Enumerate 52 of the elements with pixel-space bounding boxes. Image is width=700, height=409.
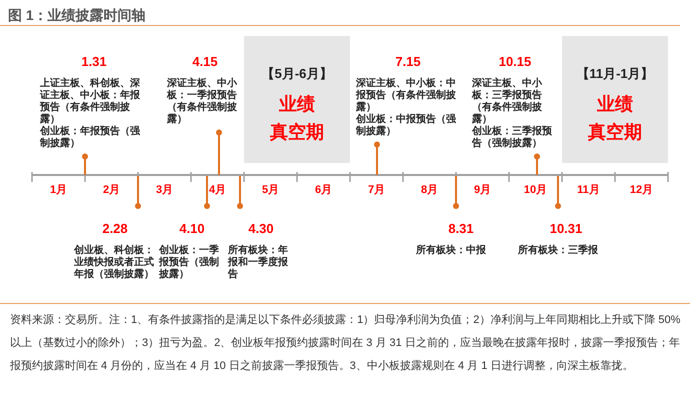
pin-line <box>135 176 141 209</box>
pin-line <box>82 154 88 175</box>
event-description: 创业板、科创板：业绩快报或者正式年报（强制披露） <box>74 244 155 280</box>
period-range: 【11月-1月】 <box>576 65 654 83</box>
month-label: 4月 <box>208 183 228 198</box>
event-date: 8.31 <box>447 220 475 238</box>
month-label: 7月 <box>366 183 386 198</box>
month-label: 5月 <box>260 183 280 198</box>
pin-line <box>237 176 243 209</box>
event-date: 7.15 <box>394 53 422 71</box>
event-description: 创业板：三季报预告（强制披露） <box>472 126 553 150</box>
month-label: 8月 <box>420 183 440 198</box>
month-label: 1月 <box>48 183 68 198</box>
month-label: 3月 <box>154 183 174 198</box>
event-date: 4.15 <box>191 53 219 71</box>
event-date: 4.10 <box>178 220 206 238</box>
event-date: 10.31 <box>548 220 584 238</box>
period-label: 业绩 <box>279 92 315 116</box>
period-label: 真空期 <box>270 120 324 144</box>
month-label: 2月 <box>102 183 122 198</box>
period-band <box>244 36 350 163</box>
period-range: 【5月-6月】 <box>262 65 332 83</box>
month-label: 12月 <box>628 183 654 198</box>
pin-line <box>374 142 380 175</box>
period-label: 业绩 <box>597 92 633 116</box>
event-description: 深证主板、中小板：三季报预告（有条件强制披露） <box>472 78 543 126</box>
event-date: 4.30 <box>247 220 275 238</box>
month-label: 6月 <box>314 183 334 198</box>
event-description: 创业板：中报预告（强制披露） <box>356 114 457 138</box>
period-label: 真空期 <box>588 120 642 144</box>
event-description: 深证主板、中小板：中报预告（有条件强制披露） <box>356 78 457 114</box>
event-description: 上证主板、科创板、深证主板、中小板：年报预告（有条件强制披露） <box>40 78 141 126</box>
pin-line <box>216 130 222 175</box>
month-label: 9月 <box>472 183 492 198</box>
event-description: 所有板块：三季报 <box>518 244 599 256</box>
event-date: 2.28 <box>101 220 129 238</box>
pin-line <box>453 176 459 209</box>
month-label: 10月 <box>522 183 548 198</box>
event-description: 创业板：年报预告（强制披露） <box>40 126 141 150</box>
figure-title: 图 1：业绩披露时间轴 <box>8 6 146 25</box>
source-note: 资料来源：交易所。注：1、有条件披露指的是满足以下条件必须披露：1）归母净利润为负值；2）净利润与上年同期相比上升或下降 50%以上（基数过小的除外）；3）扭亏为盈。2、创业板年报预约披露时间在 3 月 31 日之前的，应当最晚在披露年报时，披露一季报预告；年报预约披露时间在 4 月份的，应当在 4 月 10 日之前披露一季报预告。3、中小板披露规则在 4 月 1 日进行调整，向深主板靠拢。 <box>10 312 682 374</box>
event-description: 深证主板、中小板：一季报预告（有条件强制披露） <box>167 78 238 126</box>
event-description: 所有板块：中报 <box>416 244 487 256</box>
event-date: 1.31 <box>80 53 108 71</box>
event-date: 10.15 <box>498 53 532 71</box>
pin-line <box>534 154 540 175</box>
period-band <box>562 36 668 163</box>
pin-line <box>204 176 210 209</box>
month-label: 11月 <box>576 183 601 198</box>
event-description: 创业板：一季报预告（强制披露） <box>159 244 220 280</box>
event-description: 所有板块：年报和一季度报告 <box>228 244 289 280</box>
pin-line <box>555 176 561 209</box>
